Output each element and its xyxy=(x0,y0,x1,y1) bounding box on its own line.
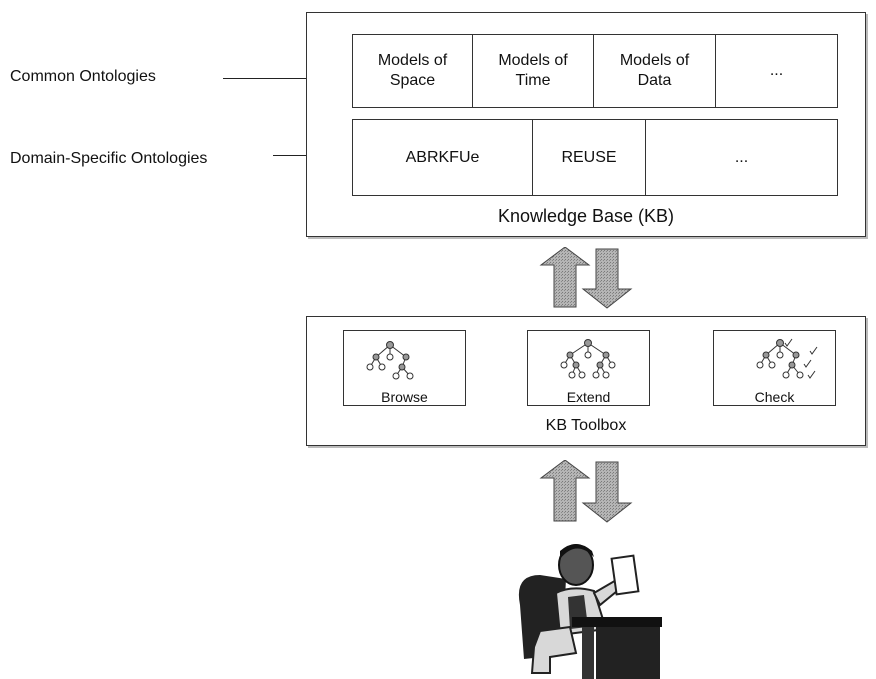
abrkfue-cell: ABRKFUe xyxy=(353,120,533,195)
kb-toolbox-panel: Browse Extend xyxy=(306,316,866,446)
tree-browse-icon xyxy=(366,341,414,380)
up-arrow-icon xyxy=(539,247,591,308)
kb-toolbox-caption: KB Toolbox xyxy=(545,417,627,434)
check-tool[interactable]: Check xyxy=(713,330,836,406)
browse-tool[interactable]: Browse xyxy=(343,330,466,406)
extend-tool[interactable]: Extend xyxy=(527,330,650,406)
tree-extend-icon xyxy=(560,339,616,379)
down-arrow-icon xyxy=(581,248,633,309)
kb-toolbox-arrows xyxy=(539,247,633,309)
browse-label: Browse xyxy=(381,389,428,405)
common-ontologies-label: Common Ontologies xyxy=(10,68,156,85)
knowledge-base-panel: Models of Space Models of Time Models of… xyxy=(306,12,866,237)
check-label: Check xyxy=(754,389,795,405)
models-of-space-cell: Models of Space xyxy=(353,35,473,107)
down-arrow-icon xyxy=(581,461,633,523)
more-common-models-cell: ... xyxy=(769,62,784,79)
knowledge-base-caption: Knowledge Base (KB) xyxy=(497,206,675,226)
common-ontologies-arrow xyxy=(223,78,323,79)
models-of-data-cell: Models of Data xyxy=(594,35,716,107)
up-arrow-icon xyxy=(539,460,591,522)
models-of-time-cell: Models of Time xyxy=(473,35,594,107)
common-ontologies-row: Models of Space Models of Time Models of… xyxy=(352,34,838,108)
domain-ontologies-arrow xyxy=(273,155,323,156)
reuse-cell: REUSE xyxy=(533,120,646,195)
person-at-desk-icon xyxy=(518,544,662,679)
tree-check-icon xyxy=(756,338,818,379)
extend-label: Extend xyxy=(566,389,611,405)
domain-ontologies-label: Domain-Specific Ontologies xyxy=(10,150,208,167)
toolbox-user-arrows xyxy=(539,460,633,523)
domain-ontologies-row: ABRKFUe REUSE ... xyxy=(352,119,838,196)
more-domain-models-cell: ... xyxy=(734,148,749,166)
